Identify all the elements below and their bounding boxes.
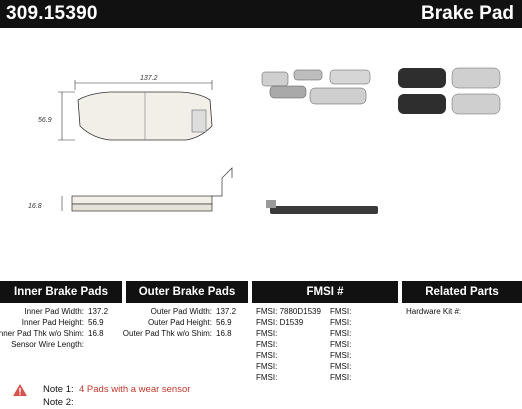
thickness-dimension: 16.8	[28, 203, 42, 210]
note-1-text: 4 Pads with a wear sensor	[79, 384, 191, 395]
product-title: Brake Pad	[421, 3, 514, 24]
pad-photo-set-2	[398, 67, 501, 115]
outer-width-value: 137.2	[216, 307, 237, 316]
related-parts-title: Related Parts	[402, 281, 522, 303]
inner-specs-title: Inner Brake Pads Specs	[0, 281, 122, 320]
pad-front-view	[58, 80, 213, 141]
inner-height-label: Inner Pad Height:	[21, 318, 84, 327]
warning-icon	[13, 384, 27, 396]
fmsi-right-3: FMSI:	[330, 329, 352, 338]
pad-side-view	[61, 167, 233, 212]
fmsi-right-5: FMSI:	[330, 351, 352, 360]
sensor-wire-label: Sensor Wire Length:	[11, 340, 84, 349]
fmsi-title: FMSI #	[252, 281, 398, 303]
part-number: 309.15390	[6, 3, 98, 24]
header-bar: 309.15390 Brake Pad	[0, 0, 522, 28]
fmsi-left-4: FMSI:	[256, 340, 278, 349]
outer-height-label: Outer Pad Height:	[147, 318, 212, 327]
outer-thickness-value: 16.8	[216, 329, 232, 338]
width-dimension: 137.2	[140, 75, 158, 82]
inner-width-value: 137.2	[88, 307, 109, 316]
outer-width-label: Outer Pad Width:	[150, 307, 212, 316]
inner-thickness-value: 16.8	[88, 329, 104, 338]
inner-width-label: Inner Pad Width:	[24, 307, 84, 316]
fmsi-right-2: FMSI:	[330, 318, 352, 327]
note-2-label: Note 2:	[43, 397, 74, 408]
fmsi-right-6: FMSI:	[330, 362, 352, 371]
outer-thickness-label: Outer Pad Thk w/o Shim:	[122, 329, 212, 338]
fmsi-left-6: FMSI:	[256, 362, 278, 371]
fmsi-left-3: FMSI:	[256, 329, 278, 338]
technical-drawing: 137.2 56.9 16.8	[28, 67, 501, 214]
outer-specs-title: Outer Brake Pads Specs	[126, 281, 248, 320]
pad-photo-set-1	[261, 69, 371, 105]
fmsi-right-4: FMSI:	[330, 340, 352, 349]
pad-photo-side	[266, 200, 378, 214]
fmsi-right-7: FMSI:	[330, 373, 352, 382]
fmsi-left-5: FMSI:	[256, 351, 278, 360]
fmsi-left-1: FMSI: 7880D1539	[256, 307, 321, 316]
fmsi-left-7: FMSI:	[256, 373, 278, 382]
height-dimension: 56.9	[38, 117, 52, 124]
note-1-label: Note 1:	[43, 384, 74, 395]
outer-height-value: 56.9	[216, 318, 232, 327]
fmsi-left-2: FMSI: D1539	[256, 318, 304, 327]
hardware-kit-row: Hardware Kit #:	[406, 307, 462, 316]
fmsi-right-1: FMSI:	[330, 307, 352, 316]
inner-height-value: 56.9	[88, 318, 104, 327]
inner-thickness-label: Inner Pad Thk w/o Shim:	[0, 329, 84, 338]
